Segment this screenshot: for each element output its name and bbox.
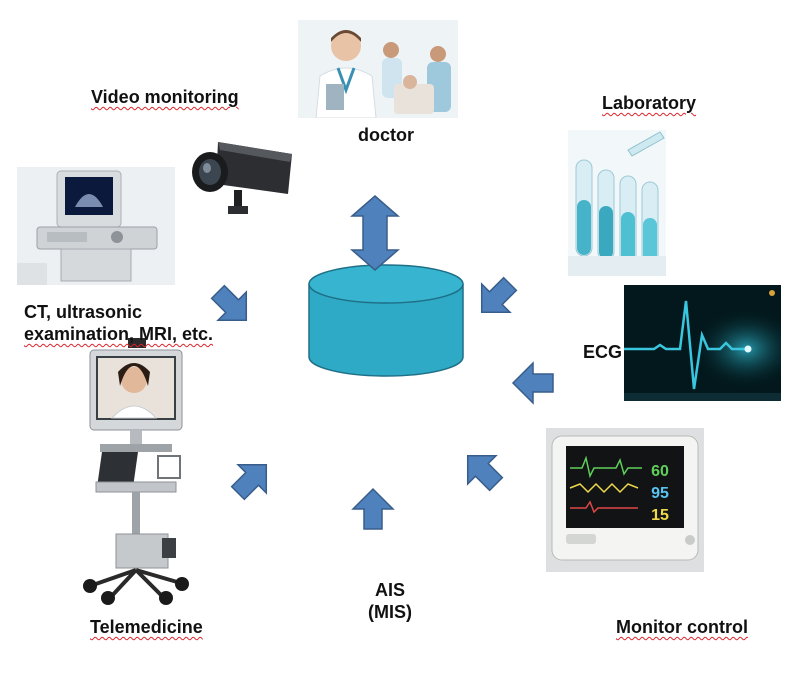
arrow-from-laboratory [468,270,525,327]
arrow-from-ecg [513,363,553,403]
label-ct-line2: examination, MRI, etc. [24,323,213,345]
database-icon [309,265,463,376]
label-ais-line2: (MIS) [340,601,440,623]
label-ecg-text: ECG [583,342,622,362]
label-telemedicine-text: Telemedicine [90,617,203,637]
label-laboratory: Laboratory [602,92,696,114]
double-arrow-doctor [352,196,398,270]
label-doctor: doctor [358,124,414,146]
arrow-from-monitor [454,442,511,499]
label-video-monitoring: Video monitoring [91,86,239,108]
label-doctor-text: doctor [358,125,414,145]
arrow-from-telemedicine [224,451,281,508]
label-ct-line1: CT, ultrasonic [24,301,213,323]
label-ais: AIS (MIS) [340,579,440,623]
label-monitor-control: Monitor control [616,616,748,638]
label-video-monitoring-text: Video monitoring [91,87,239,107]
label-monitor-control-text: Monitor control [616,617,748,637]
arrow-from-ais [353,489,393,529]
label-telemedicine: Telemedicine [90,616,203,638]
label-ecg: ECG [583,341,622,363]
label-laboratory-text: Laboratory [602,93,696,113]
label-ais-line1: AIS [340,579,440,601]
label-ct: CT, ultrasonic examination, MRI, etc. [24,301,213,345]
